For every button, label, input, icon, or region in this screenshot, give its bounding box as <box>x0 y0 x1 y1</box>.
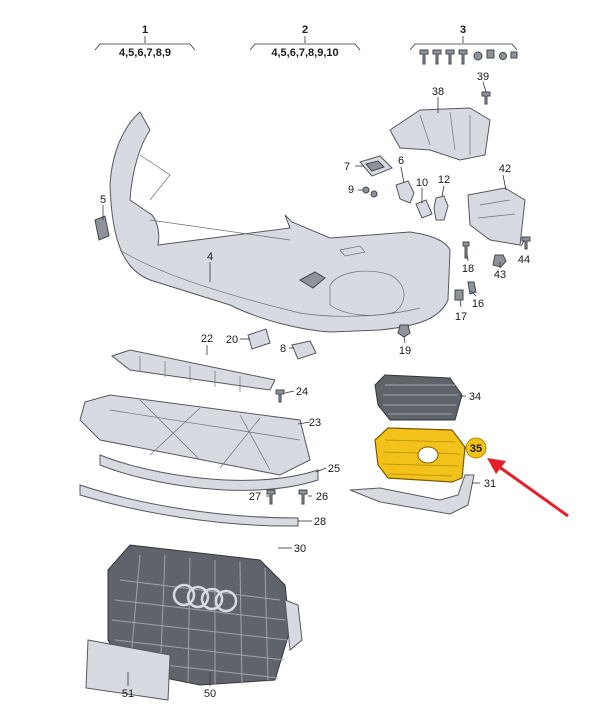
part-23-underbody-panel <box>79 394 311 476</box>
group-2-refs: 4,5,6,7,8,9,10 <box>271 47 338 59</box>
part-8-cover <box>291 340 317 360</box>
callout-labels: 4 5 6 7 8 9 10 12 16 17 18 19 20 22 23 2… <box>100 71 530 700</box>
callout-50: 50 <box>204 688 216 700</box>
part-42-bracket <box>467 187 526 246</box>
part-28-trim-strip <box>79 484 299 527</box>
callout-51: 51 <box>122 688 134 700</box>
callout-38: 38 <box>432 86 444 98</box>
callout-17: 17 <box>455 311 467 323</box>
group-2: 2 4,5,6,7,8,9,10 <box>249 24 361 59</box>
callout-30: 30 <box>294 543 306 555</box>
part-6-clip <box>395 180 415 204</box>
part-44-screw <box>521 236 531 250</box>
part-22-lower-grille <box>110 349 276 392</box>
part-25-trim-strip <box>99 454 319 491</box>
callout-31: 31 <box>484 478 496 490</box>
part-19-clip <box>397 324 411 338</box>
part-9-clips <box>362 186 378 198</box>
part-17-clip <box>454 289 464 301</box>
callout-19: 19 <box>399 345 411 357</box>
callout-34: 34 <box>469 391 481 403</box>
part-24-screw <box>275 389 285 403</box>
callout-6: 6 <box>398 155 404 167</box>
part-26-screw <box>298 489 308 505</box>
callout-26: 26 <box>316 491 328 503</box>
callout-9: 9 <box>348 184 354 196</box>
part-12-clip <box>433 195 449 221</box>
part-27-screw <box>266 489 276 505</box>
part-38-air-duct <box>389 107 491 161</box>
callout-7: 7 <box>344 161 350 173</box>
part-34-fog-grille <box>374 374 463 421</box>
callout-4: 4 <box>207 251 213 263</box>
part-31-side-trim <box>349 474 475 515</box>
part-10-bracket <box>415 199 433 219</box>
group-1: 1 4,5,6,7,8,9 <box>94 24 196 59</box>
callout-28: 28 <box>314 516 326 528</box>
callout-5: 5 <box>100 194 106 206</box>
part-35-fog-grille-frame-highlight <box>374 427 466 483</box>
group-1-refs: 4,5,6,7,8,9 <box>119 47 171 59</box>
callout-25: 25 <box>328 463 340 475</box>
callout-42: 42 <box>499 163 511 175</box>
callout-10: 10 <box>416 177 428 189</box>
part-18-screw <box>462 241 470 259</box>
part-39-screw <box>481 91 491 105</box>
callout-35: 35 <box>470 443 482 455</box>
callout-44: 44 <box>518 254 530 266</box>
part-43-nut <box>492 254 507 268</box>
part-7-cover <box>359 155 393 177</box>
group-1-number: 1 <box>142 24 148 36</box>
callout-18: 18 <box>462 263 474 275</box>
part-50-main-grille <box>107 544 303 686</box>
group-3-number: 3 <box>460 24 466 36</box>
group-3: 3 <box>409 24 518 65</box>
callout-20: 20 <box>226 334 238 346</box>
callout-23: 23 <box>309 417 321 429</box>
callout-12: 12 <box>438 174 450 186</box>
highlight-arrow <box>487 458 569 518</box>
callout-8: 8 <box>280 343 286 355</box>
part-5-bracket <box>94 215 110 241</box>
callout-35-badge: 35 <box>464 437 487 459</box>
callout-27: 27 <box>249 491 261 503</box>
callout-22: 22 <box>201 333 213 345</box>
callout-16: 16 <box>472 298 484 310</box>
part-51-plate-holder <box>85 639 171 701</box>
bumper-cover <box>109 111 451 333</box>
leader-lines <box>102 81 525 686</box>
callout-39: 39 <box>477 71 489 83</box>
group-2-number: 2 <box>302 24 308 36</box>
callout-24: 24 <box>296 386 308 398</box>
part-16-clip <box>467 281 477 295</box>
four-rings-logo <box>172 583 238 613</box>
callout-43: 43 <box>494 269 506 281</box>
fastener-set-icon <box>419 49 518 65</box>
part-20-cap <box>247 328 271 350</box>
